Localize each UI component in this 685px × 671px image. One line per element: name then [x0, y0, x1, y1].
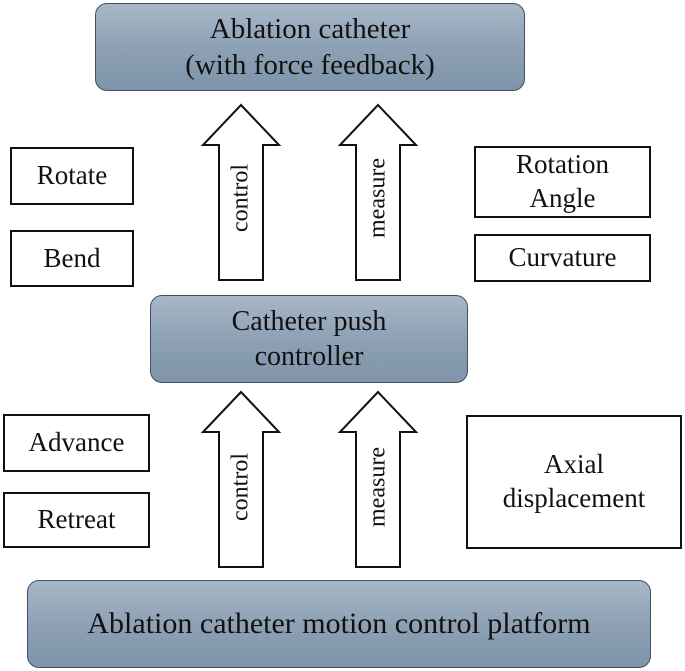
axial-displacement-box: Axial displacement: [466, 415, 682, 549]
ablation-catheter-subtitle: (with force feedback): [185, 49, 435, 81]
rotation-angle-box: Rotation Angle: [474, 146, 651, 218]
upper-control-arrow: [200, 103, 282, 281]
retreat-box: Retreat: [3, 492, 150, 548]
rotate-box: Rotate: [10, 147, 134, 205]
retreat-label: Retreat: [37, 504, 116, 535]
axial-displacement-line2: displacement: [502, 483, 646, 513]
curvature-label: Curvature: [508, 242, 617, 273]
push-controller-line2: controller: [254, 341, 364, 372]
ablation-catheter-title: Ablation catheter: [209, 12, 411, 45]
motion-control-platform-box: Ablation catheter motion control platfor…: [27, 580, 651, 668]
lower-measure-arrow: [337, 390, 419, 568]
advance-box: Advance: [3, 414, 150, 472]
upper-measure-label: measure: [364, 158, 391, 238]
catheter-push-controller-box: Catheter push controller: [150, 295, 468, 383]
bend-box: Bend: [10, 230, 134, 287]
motion-control-platform-label: Ablation catheter motion control platfor…: [87, 607, 591, 641]
bend-label: Bend: [43, 242, 101, 273]
upper-measure-arrow: [337, 103, 419, 281]
lower-control-arrow: [200, 390, 282, 568]
push-controller-line1: Catheter push: [231, 306, 387, 337]
lower-control-label: control: [227, 453, 254, 521]
upper-control-label: control: [227, 164, 254, 232]
curvature-box: Curvature: [474, 234, 651, 282]
lower-measure-label: measure: [364, 447, 391, 527]
axial-displacement-line1: Axial: [544, 449, 604, 480]
rotation-angle-line1: Rotation: [516, 149, 609, 180]
rotate-label: Rotate: [36, 160, 108, 191]
advance-label: Advance: [28, 427, 125, 458]
ablation-catheter-box: Ablation catheter (with force feedback): [95, 3, 525, 91]
rotation-angle-line2: Angle: [529, 183, 596, 213]
